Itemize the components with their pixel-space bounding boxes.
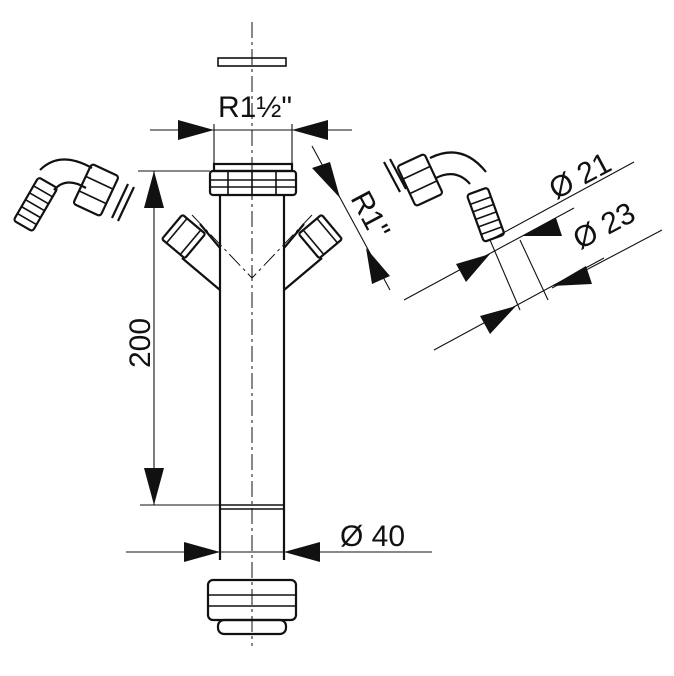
- dimension-height: 200: [124, 170, 220, 506]
- inlet-thread-label: R1½": [218, 91, 292, 124]
- main-pipe: [208, 162, 298, 560]
- top-cap: [217, 57, 287, 67]
- right-hose-elbow: [383, 151, 505, 243]
- dimension-pipe-diameter: Ø 40: [126, 520, 432, 562]
- hose-outer-diameter-label: Ø 21: [544, 147, 617, 207]
- branch-thread-label: R1": [344, 186, 396, 245]
- left-hose-elbow: [13, 158, 135, 232]
- dimension-inlet-thread: R1½": [150, 91, 352, 164]
- bottom-nut: [206, 578, 298, 636]
- pipe-diameter-label: Ø 40: [340, 520, 405, 553]
- right-branch: [283, 214, 343, 291]
- height-label: 200: [124, 318, 157, 368]
- left-branch: [161, 214, 221, 291]
